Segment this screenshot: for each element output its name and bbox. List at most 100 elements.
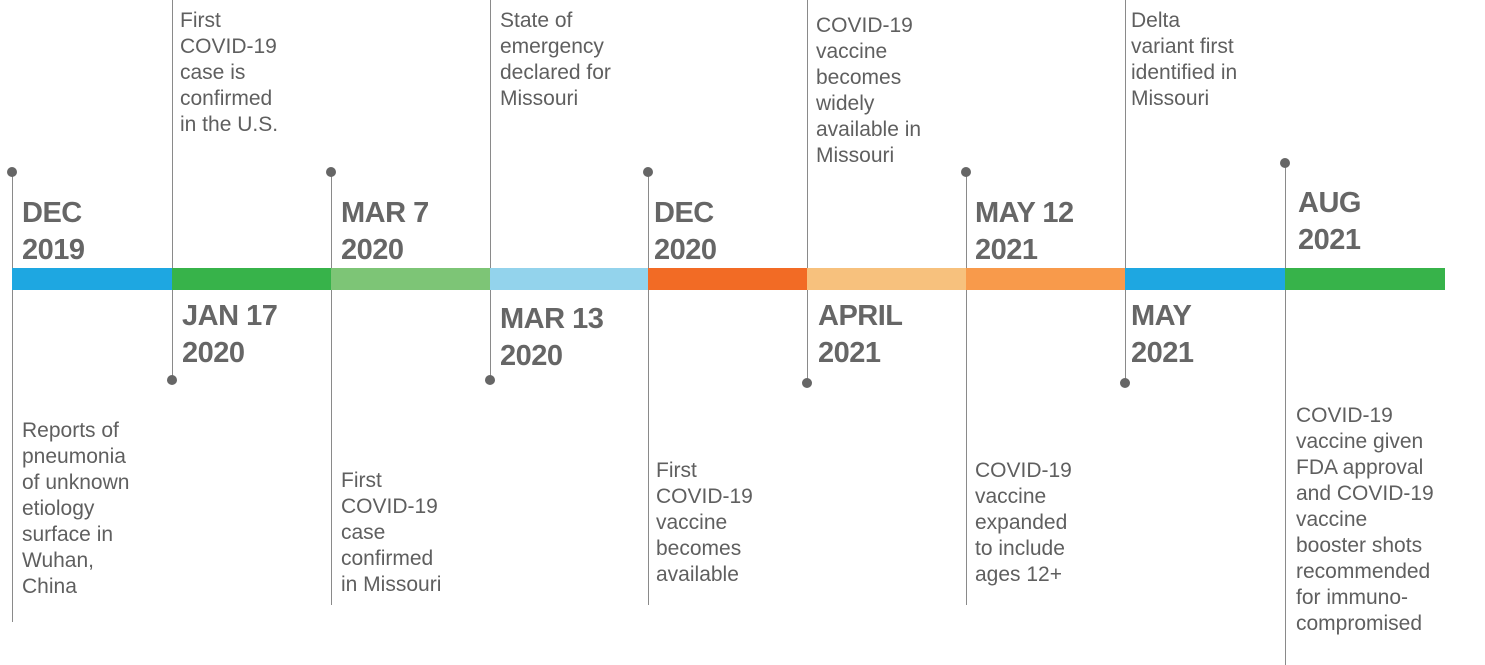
event-date-line: APRIL xyxy=(818,300,903,332)
marker-dot xyxy=(1120,378,1130,388)
marker-dot xyxy=(326,167,336,177)
event-description-line: Wuhan, xyxy=(22,549,94,572)
event-description-line: confirmed xyxy=(180,87,273,110)
event-description-line: for immuno- xyxy=(1296,586,1409,609)
event-description-line: COVID-19 xyxy=(341,495,438,518)
timeline-segment xyxy=(807,268,966,290)
event-description-line: becomes xyxy=(816,66,902,89)
event-description-line: COVID-19 xyxy=(816,14,913,37)
event-description: COVID-19 vaccine becomes widely available in… xyxy=(816,13,921,169)
event-date-line: 2020 xyxy=(654,234,717,266)
event-description-line: variant first xyxy=(1131,35,1234,58)
event-date-line: MAY 12 xyxy=(975,197,1074,229)
event-description-line: declared for xyxy=(500,61,611,84)
connector-line xyxy=(966,172,967,605)
event-description-line: First xyxy=(656,459,697,482)
event-description-line: and COVID-19 xyxy=(1296,482,1434,505)
event-description: COVID-19 vaccine expanded to include ages 12… xyxy=(975,458,1072,588)
event-description-line: booster shots xyxy=(1296,534,1423,557)
event-description-line: vaccine xyxy=(816,40,888,63)
connector-line xyxy=(648,172,649,605)
event-description-line: pneumonia xyxy=(22,445,126,468)
timeline-segment xyxy=(648,268,807,290)
event-date-line: 2021 xyxy=(975,234,1038,266)
event-date-line: 2020 xyxy=(500,340,563,372)
event-description-line: COVID-19 xyxy=(1296,404,1393,427)
timeline-segment xyxy=(966,268,1125,290)
connector-line xyxy=(12,172,13,622)
connector-line xyxy=(1125,0,1126,383)
event-date: MAR 7 2020 xyxy=(341,195,429,269)
event-description-line: available in xyxy=(816,118,922,141)
event-description-line: First xyxy=(341,469,382,492)
event-date: MAR 13 2020 xyxy=(500,301,604,375)
event-description-line: ages 12+ xyxy=(975,563,1062,586)
timeline-segment xyxy=(331,268,490,290)
event-description-line: available xyxy=(656,563,739,586)
event-description-line: in Missouri xyxy=(341,573,442,596)
event-date: MAY 2021 xyxy=(1131,298,1194,372)
event-date-line: 2021 xyxy=(1131,337,1194,369)
timeline-segment xyxy=(490,268,648,290)
connector-line xyxy=(331,172,332,605)
event-date-line: 2021 xyxy=(818,337,881,369)
event-description-line: Missouri xyxy=(1131,87,1210,110)
event-date: MAY 12 2021 xyxy=(975,195,1074,269)
event-description-line: expanded xyxy=(975,511,1068,534)
event-description-line: case is xyxy=(180,61,246,84)
connector-line xyxy=(807,0,808,383)
event-description-line: case xyxy=(341,521,386,544)
event-description-line: vaccine xyxy=(975,485,1047,508)
event-date-line: MAY xyxy=(1131,300,1192,332)
marker-dot xyxy=(643,167,653,177)
event-date-line: 2020 xyxy=(182,337,245,369)
event-description-line: vaccine xyxy=(1296,508,1368,531)
event-date: DEC 2019 xyxy=(22,195,85,269)
event-description-line: compromised xyxy=(1296,612,1423,635)
marker-dot xyxy=(1280,158,1290,168)
marker-dot xyxy=(7,167,17,177)
event-description-line: Reports of xyxy=(22,419,119,442)
event-description-line: Missouri xyxy=(816,144,895,167)
event-description-line: Missouri xyxy=(500,87,579,110)
event-date-line: 2020 xyxy=(341,234,404,266)
event-date: DEC 2020 xyxy=(654,195,717,269)
connector-line xyxy=(172,0,173,380)
event-description-line: China xyxy=(22,575,77,598)
event-description-line: surface in xyxy=(22,523,114,546)
event-description-line: COVID-19 xyxy=(975,459,1072,482)
event-date-line: DEC xyxy=(22,197,82,229)
event-description-line: of unknown xyxy=(22,471,130,494)
event-date-line: 2019 xyxy=(22,234,85,266)
event-description-line: to include xyxy=(975,537,1065,560)
marker-dot xyxy=(961,167,971,177)
event-description-line: widely xyxy=(816,92,875,115)
timeline-segment xyxy=(1125,268,1285,290)
timeline-segment xyxy=(12,268,172,290)
connector-line xyxy=(1285,163,1286,665)
timeline-segment xyxy=(172,268,331,290)
event-date-line: AUG xyxy=(1298,187,1361,219)
event-description-line: recommended xyxy=(1296,560,1431,583)
marker-dot xyxy=(485,375,495,385)
event-description-line: First xyxy=(180,9,221,32)
event-date-line: MAR 7 xyxy=(341,197,429,229)
event-date-line: DEC xyxy=(654,197,714,229)
event-description-line: FDA approval xyxy=(1296,456,1424,479)
event-date-line: MAR 13 xyxy=(500,303,604,335)
event-description-line: vaccine xyxy=(656,511,728,534)
event-description-line: vaccine given xyxy=(1296,430,1424,453)
event-description-line: Delta xyxy=(1131,9,1181,32)
event-description-line: State of xyxy=(500,9,573,32)
event-description-line: COVID-19 xyxy=(180,35,277,58)
